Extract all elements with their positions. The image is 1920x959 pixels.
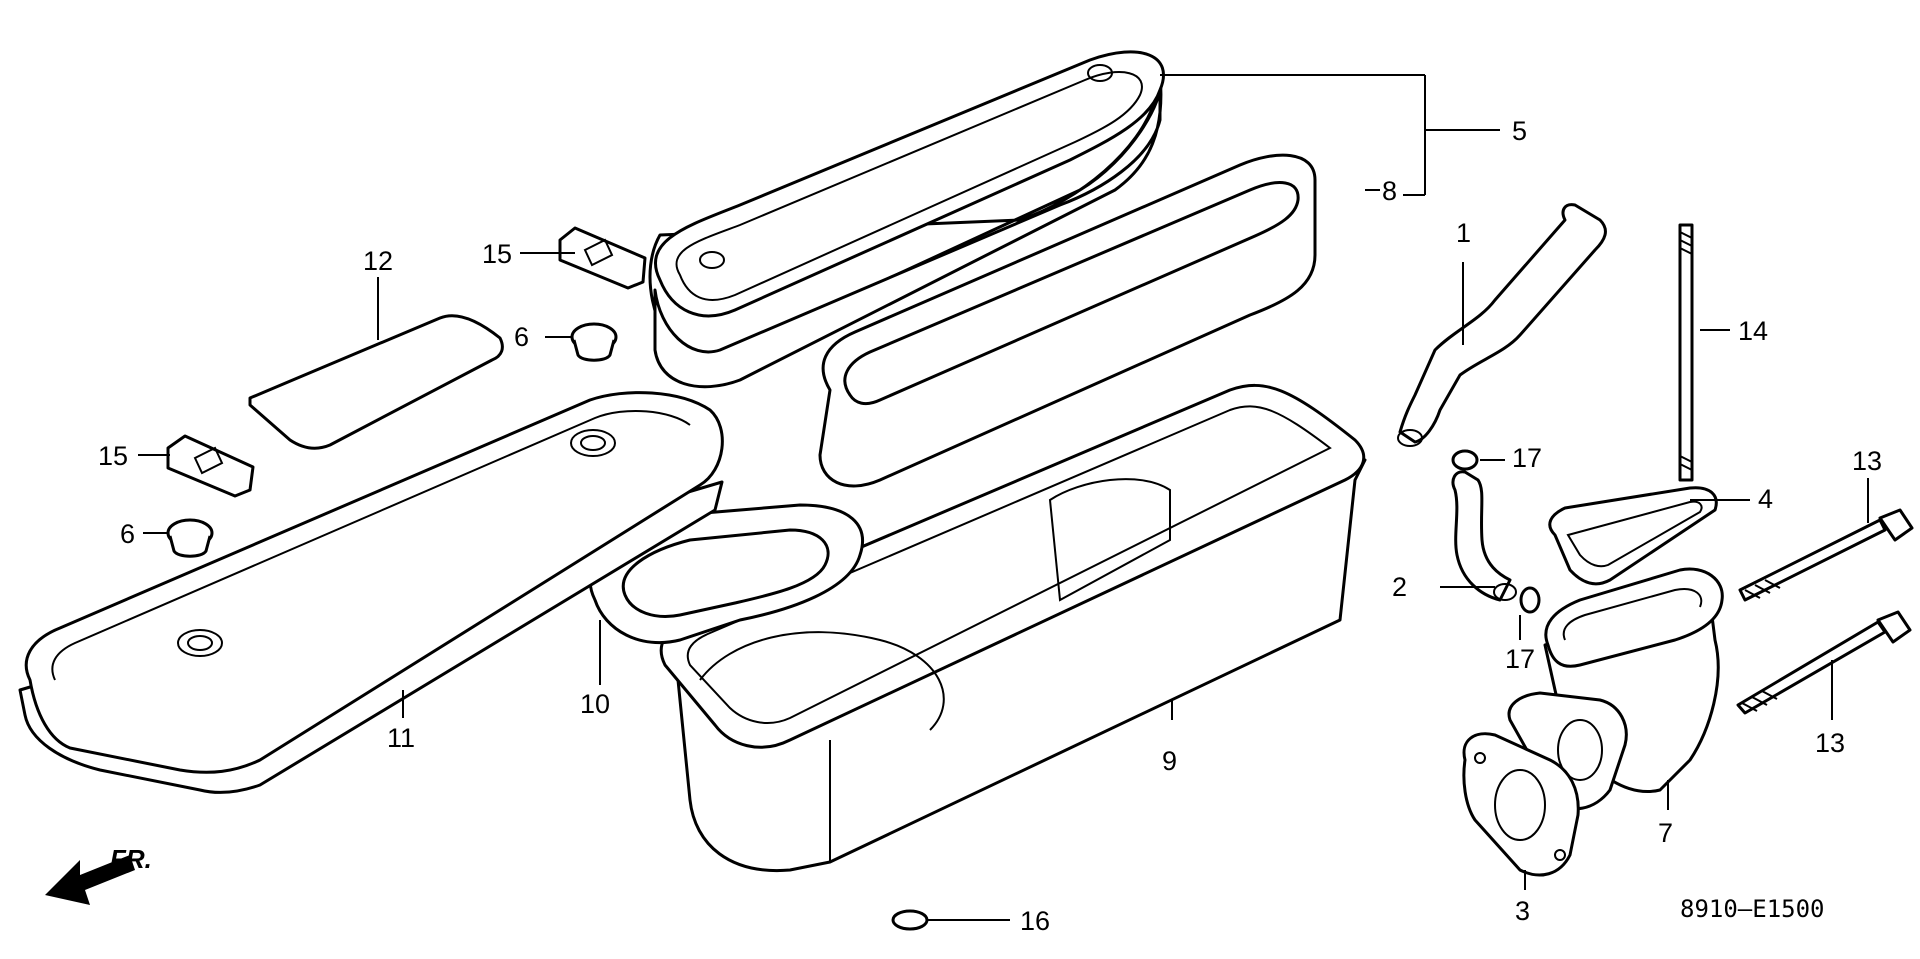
diagram-code: 8910—E1500 <box>1680 895 1825 923</box>
callout-11: 11 <box>387 723 415 753</box>
callout-17-upper: 17 <box>1512 443 1542 473</box>
elbow-gasket <box>1548 486 1718 586</box>
callout-15-lower: 15 <box>98 441 128 471</box>
callout-9: 9 <box>1162 746 1177 776</box>
callout-17-lower: 17 <box>1505 644 1535 674</box>
callout-14: 14 <box>1738 316 1768 346</box>
callout-7: 7 <box>1658 818 1673 848</box>
air-filter-element <box>648 50 1165 389</box>
foam-precleaner <box>818 153 1317 488</box>
breather-tube-lower <box>1451 470 1512 602</box>
grommet-upper <box>570 322 618 362</box>
breather-tube-upper <box>1398 203 1607 444</box>
front-direction-arrow <box>45 855 135 905</box>
tube-end-1 <box>1397 429 1423 447</box>
callout-3: 3 <box>1515 896 1530 926</box>
flange-bolt-lower <box>1736 610 1912 715</box>
tube-clamp-lower <box>1519 586 1541 614</box>
front-marker-text: FR. <box>110 844 152 874</box>
clip-upper <box>558 226 647 290</box>
callout-6-lower: 6 <box>120 519 135 549</box>
o-ring <box>891 909 929 931</box>
callout-1: 1 <box>1456 218 1471 248</box>
callout-16: 16 <box>1020 906 1050 936</box>
leader-lines <box>138 74 1869 921</box>
clip-lower <box>166 434 255 498</box>
tube-clamp-upper <box>1451 449 1479 471</box>
flange-gasket <box>1462 732 1580 877</box>
callout-6-upper: 6 <box>514 322 529 352</box>
label-plate <box>248 314 504 450</box>
callout-13-upper: 13 <box>1852 446 1882 476</box>
tube-end-2 <box>1493 583 1517 601</box>
grommet-lower <box>166 518 214 558</box>
air-cleaner-elbow <box>1507 567 1724 811</box>
callout-12: 12 <box>363 246 393 276</box>
callout-4: 4 <box>1758 484 1773 514</box>
air-cleaner-cover <box>18 391 724 794</box>
callout-15-upper: 15 <box>482 239 512 269</box>
flange-bolt-upper <box>1738 508 1914 602</box>
callout-5: 5 <box>1512 116 1527 146</box>
callout-2: 2 <box>1392 572 1407 602</box>
callout-13-lower: 13 <box>1815 728 1845 758</box>
stud-bolt <box>1678 223 1694 482</box>
callout-8: 8 <box>1382 176 1397 206</box>
air-cleaner-case <box>659 383 1367 873</box>
callout-10: 10 <box>580 689 610 719</box>
